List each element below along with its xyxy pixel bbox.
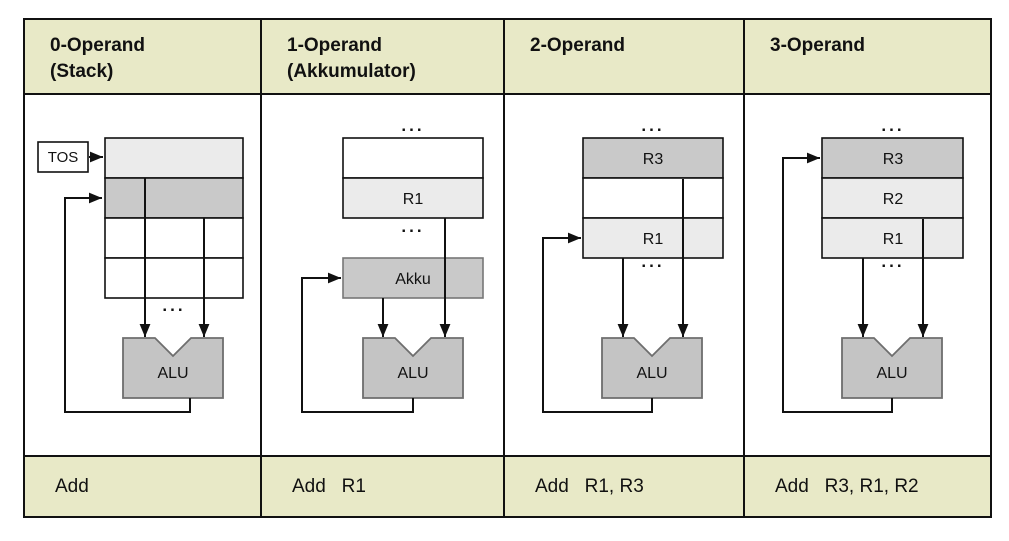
header-subtitle: (Stack) (50, 61, 114, 82)
diagram-2-operand: ... R3 R1 ... ALU (505, 95, 745, 455)
header-1-operand: 1-Operand (Akkumulator) (262, 20, 505, 95)
two-operand-architecture-diagram: ... R3 R1 ... ALU (542, 116, 724, 413)
instruction-text: Add R3, R1, R2 (775, 475, 919, 497)
header-title: 1-Operand (287, 35, 383, 56)
header-0-operand: 0-Operand (Stack) (25, 20, 262, 95)
register-cell-r1 (342, 177, 484, 219)
register-r3-label: R3 (643, 151, 664, 168)
instruction-text: Add R1, R3 (535, 475, 644, 497)
register-cell-r2 (821, 177, 964, 219)
register-cell-r1 (582, 217, 724, 259)
header-title: 2-Operand (530, 35, 626, 56)
tos-box (37, 141, 89, 173)
alu-shape (841, 337, 943, 399)
alu-shape (601, 337, 703, 399)
akku-box (342, 257, 484, 299)
register-r1-label: R1 (643, 231, 664, 248)
alu-label: ALU (157, 365, 188, 382)
register-r3-label: R3 (883, 151, 904, 168)
stack-architecture-diagram: TOS ... ALU (37, 137, 244, 413)
header-title: 3-Operand (770, 35, 866, 56)
alu-feedback-arrow (782, 152, 893, 413)
instruction-text: Add R1 (292, 475, 366, 497)
stack-cell-third (104, 217, 244, 259)
register-cell-r1 (821, 217, 964, 259)
diagram-akkumulator: ... R1 ... Akku ALU (262, 95, 505, 455)
register-ellipsis-bottom: ... (881, 252, 904, 271)
tos-label: TOS (48, 149, 79, 166)
stack-cell-fourth (104, 257, 244, 299)
instruction-example-akkumulator: Add R1 (262, 455, 505, 516)
akkumulator-architecture-diagram: ... R1 ... Akku ALU (301, 116, 484, 413)
alu-feedback-arrow (542, 232, 653, 413)
register-ellipsis-top: ... (401, 116, 424, 135)
alu-label: ALU (636, 365, 667, 382)
diagram-stack: TOS ... ALU (25, 95, 262, 455)
alu-label: ALU (876, 365, 907, 382)
header-3-operand: 3-Operand (745, 20, 990, 95)
register-cell-blank (582, 177, 724, 219)
stack-ellipsis: ... (162, 296, 185, 315)
alu-feedback-arrow (64, 192, 191, 413)
instruction-example-stack: Add (25, 455, 262, 516)
stack-cell-top (104, 137, 244, 179)
akku-label: Akku (395, 271, 431, 288)
register-ellipsis-bottom: ... (641, 252, 664, 271)
register-r1-label: R1 (403, 191, 424, 208)
instruction-example-3-operand: Add R3, R1, R2 (745, 455, 990, 516)
register-cell-r3 (821, 137, 964, 179)
alu-label: ALU (397, 365, 428, 382)
register-ellipsis-top: ... (641, 116, 664, 135)
header-2-operand: 2-Operand (505, 20, 745, 95)
alu-shape (362, 337, 464, 399)
header-title: 0-Operand (50, 35, 146, 56)
instruction-format-table: 0-Operand (Stack) TOS ... ALU Add 1-Oper… (23, 18, 992, 518)
register-cell-blank (342, 137, 484, 179)
alu-feedback-arrow (301, 272, 414, 413)
register-ellipsis-mid: ... (401, 217, 424, 236)
register-r2-label: R2 (883, 191, 904, 208)
instruction-text: Add (55, 475, 89, 497)
three-operand-architecture-diagram: ... R3 R2 R1 ... ALU (782, 116, 964, 413)
stack-cell-second (104, 177, 244, 219)
alu-shape (122, 337, 224, 399)
register-r1-label: R1 (883, 231, 904, 248)
instruction-example-2-operand: Add R1, R3 (505, 455, 745, 516)
register-cell-r3 (582, 137, 724, 179)
header-subtitle: (Akkumulator) (287, 61, 416, 82)
register-ellipsis-top: ... (881, 116, 904, 135)
diagram-3-operand: ... R3 R2 R1 ... ALU (745, 95, 990, 455)
